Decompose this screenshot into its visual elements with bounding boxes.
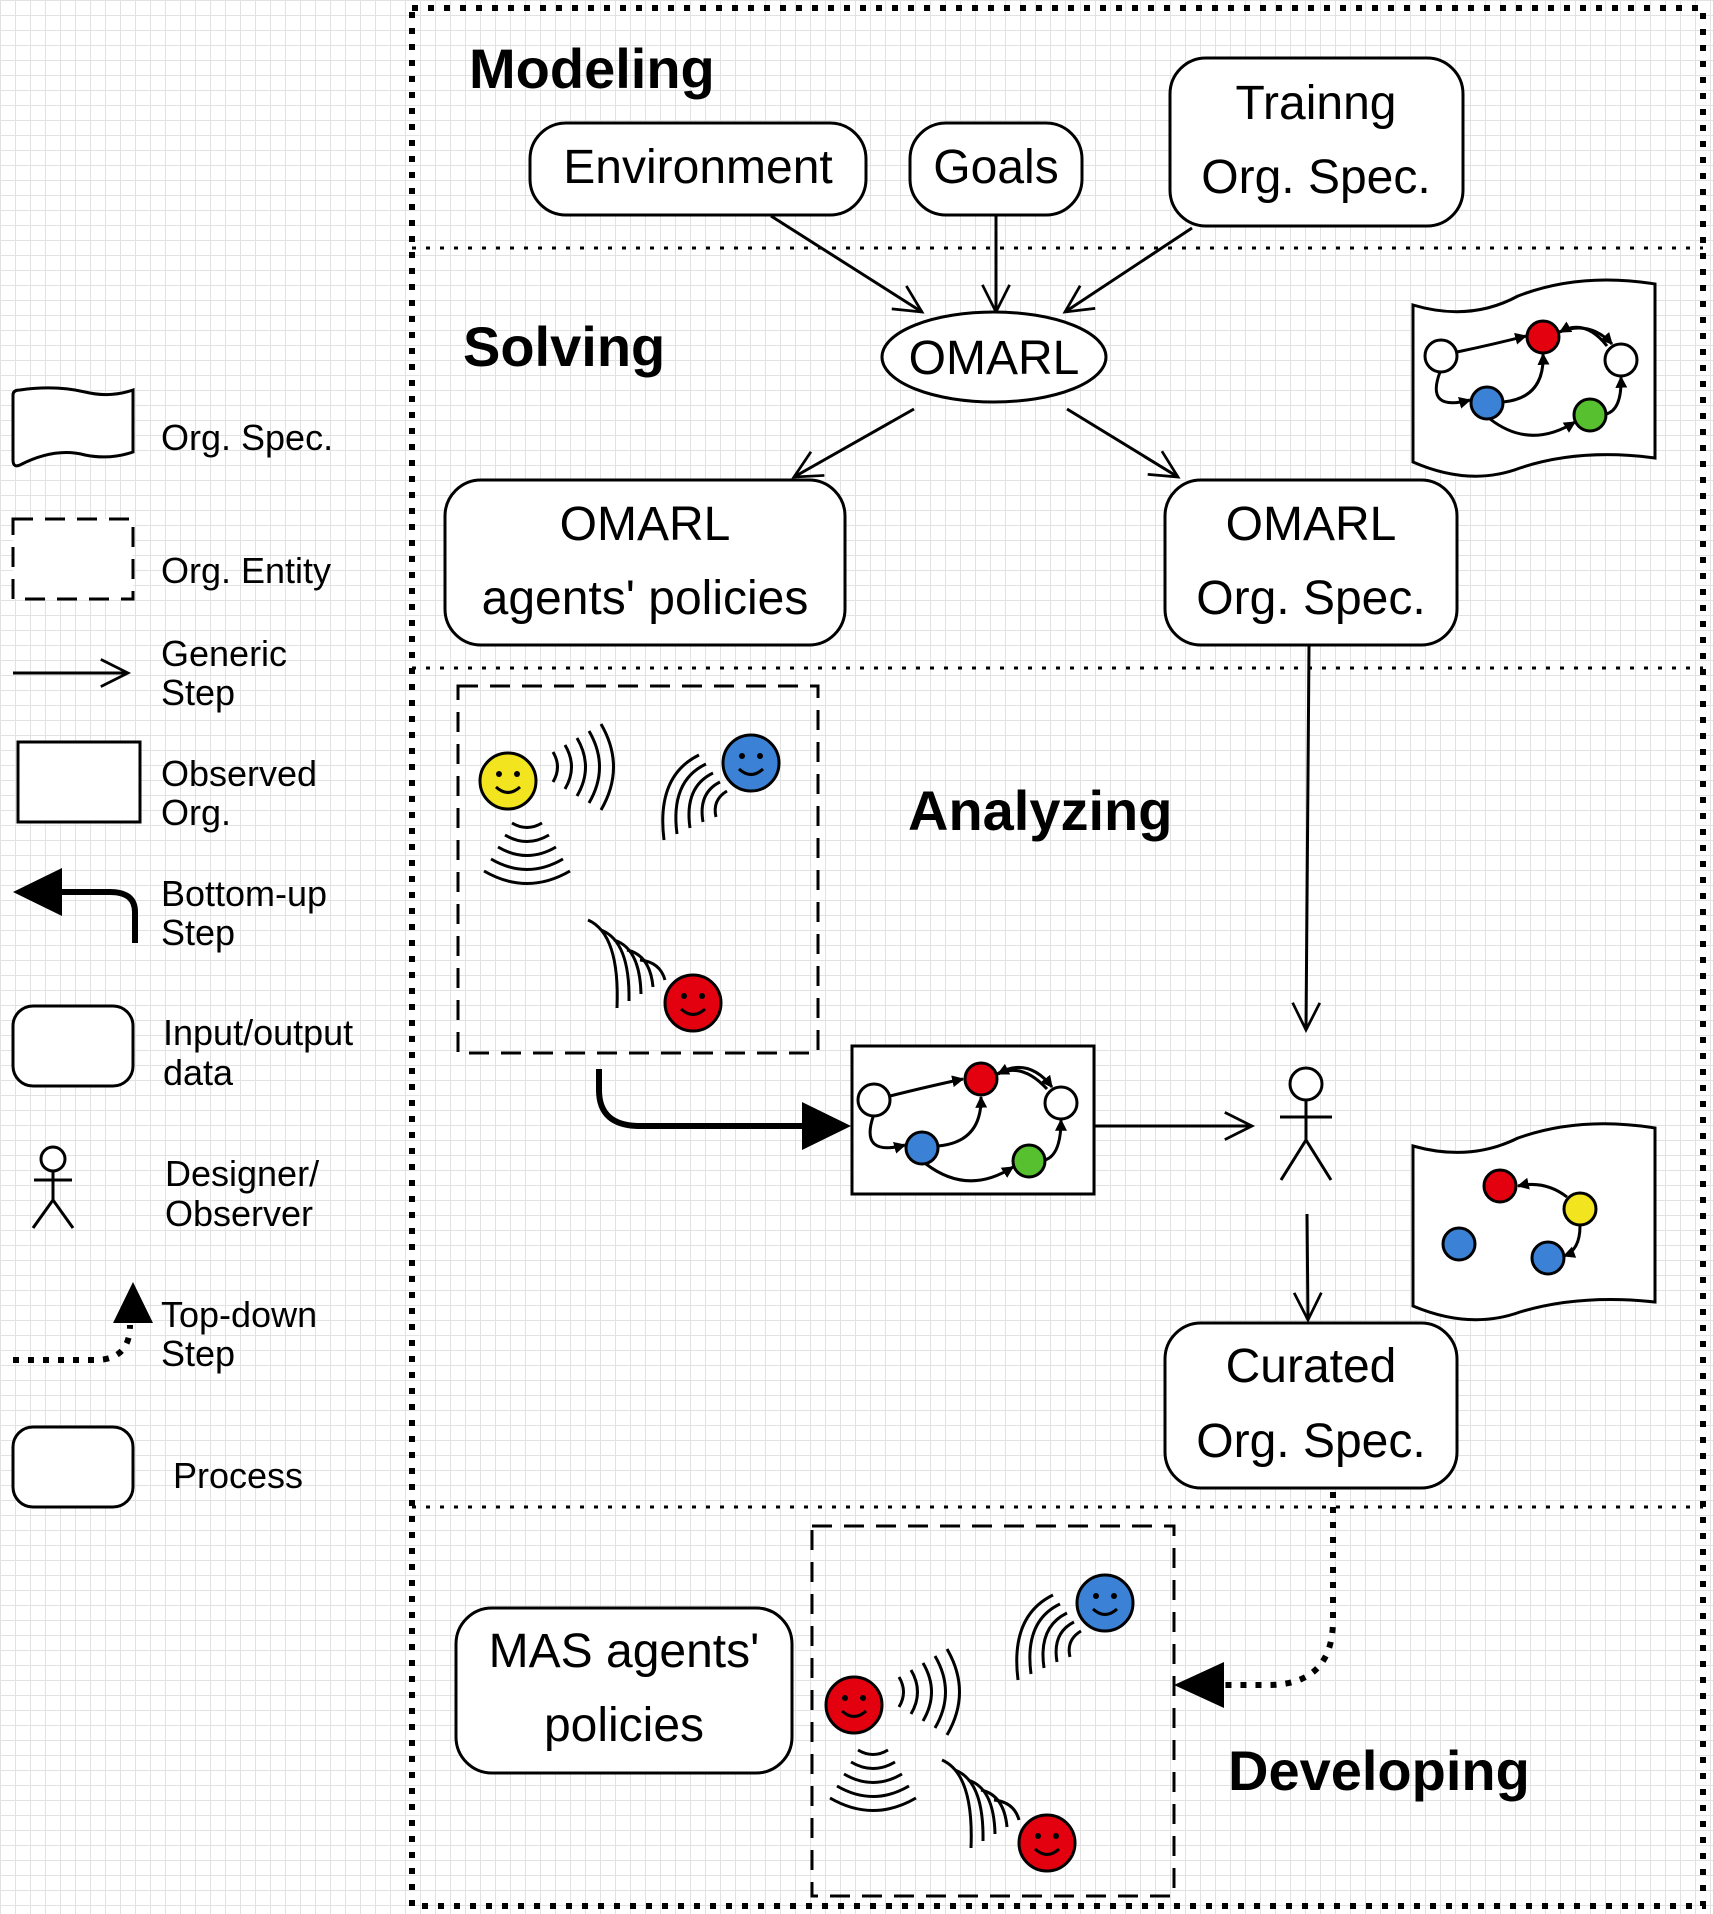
org-spec-document-icon [1411, 278, 1657, 478]
omarl-spec-label-2: Org. Spec. [1196, 572, 1425, 625]
arrow-omarl-to-policies [791, 407, 915, 479]
legend-generic-step: Generic Step [13, 633, 287, 713]
node-omarl-process: OMARL [880, 310, 1108, 404]
agent-blue-smiley-icon [721, 733, 781, 793]
legend-process-label: Process [173, 1455, 303, 1496]
legend-org-spec: Org. Spec. [11, 386, 333, 468]
legend-observed-org: Observed Org. [16, 740, 317, 833]
node-mas-agents-policies: MAS agents' policies [454, 1606, 794, 1775]
omarl-label: OMARL [909, 332, 1080, 385]
curated-org-spec-document-icon [1411, 1122, 1657, 1322]
signal-waves-icon [483, 821, 571, 885]
environment-label: Environment [563, 141, 832, 194]
agent-red-smiley-icon [663, 973, 723, 1033]
designer-observer-figure [1279, 1066, 1333, 1181]
designer-observer-icon [31, 1145, 75, 1229]
mas-policies-label-1: MAS agents' [489, 1625, 760, 1678]
node-omarl-agents-policies: OMARL agents' policies [443, 478, 847, 647]
legend-org-entity-label: Org. Entity [161, 550, 331, 591]
legend-org-entity: Org. Entity [11, 517, 331, 601]
legend-top-down-step-label-2: Step [161, 1333, 235, 1374]
agent-red-smiley-icon [824, 1675, 884, 1735]
signal-waves-icon [897, 1648, 961, 1736]
signal-waves-icon [587, 918, 667, 1009]
legend-process: Process [11, 1425, 303, 1509]
legend-bottom-up-step-label-2: Step [161, 912, 235, 953]
legend-io-data: Input/output data [11, 1004, 353, 1093]
io-data-rounded-box-icon [11, 1004, 135, 1088]
legend-observed-org-label-2: Org. [161, 792, 231, 833]
main-dotted-frame [409, 5, 1706, 1909]
signal-waves-icon [551, 723, 615, 811]
omarl-spec-label-1: OMARL [1226, 498, 1397, 551]
omarl-policies-label-2: agents' policies [482, 572, 809, 625]
legend-top-down-step: Top-down Step [13, 1282, 317, 1374]
agent-blue-smiley-icon [1075, 1573, 1135, 1633]
arrow-omarl-spec-to-designer [1291, 645, 1322, 1034]
arrow-omarl-to-org-spec [1066, 407, 1181, 479]
training-spec-label-2: Org. Spec. [1201, 151, 1430, 204]
legend-designer-label-2: Observer [165, 1193, 313, 1234]
node-goals: Goals [908, 121, 1084, 217]
curated-spec-label-1: Curated [1226, 1340, 1397, 1393]
org-spec-shape-icon [11, 386, 135, 468]
legend-io-data-label-1: Input/output [163, 1012, 353, 1053]
legend: Org. Spec. Org. Entity Generic Step Obse… [11, 386, 353, 1509]
legend-designer-label-1: Designer/ [165, 1153, 319, 1194]
phase-heading-solving: Solving [463, 315, 665, 378]
arrow-environment-to-omarl [770, 214, 925, 314]
legend-bottom-up-step: Bottom-up Step [13, 868, 327, 953]
phase-heading-analyzing: Analyzing [908, 779, 1172, 842]
legend-generic-step-label-1: Generic [161, 633, 287, 674]
signal-waves-icon [1015, 1593, 1082, 1681]
legend-io-data-label-2: data [163, 1052, 234, 1093]
node-curated-org-spec: Curated Org. Spec. [1163, 1321, 1459, 1490]
training-spec-label-1: Trainng [1236, 77, 1397, 130]
legend-designer: Designer/ Observer [31, 1145, 319, 1234]
signal-waves-icon [829, 1748, 917, 1812]
legend-org-spec-label: Org. Spec. [161, 417, 333, 458]
node-environment: Environment [528, 121, 868, 217]
agent-red-smiley-icon [1017, 1813, 1077, 1873]
curated-spec-label-2: Org. Spec. [1196, 1415, 1425, 1468]
org-entity-dashed-box-analyzing [456, 684, 820, 1055]
signal-waves-icon [661, 753, 728, 841]
process-rounded-box-icon [11, 1425, 135, 1509]
legend-generic-step-label-2: Step [161, 672, 235, 713]
node-omarl-org-spec: OMARL Org. Spec. [1163, 478, 1459, 647]
arrow-designer-to-curated [1292, 1213, 1323, 1324]
goals-label: Goals [933, 141, 1058, 194]
top-down-step-arrow-icon [13, 1324, 133, 1363]
omarl-policies-label-1: OMARL [560, 498, 731, 551]
bottom-up-step-arrow-icon [60, 889, 138, 943]
org-entity-dashed-box-developing [810, 1524, 1176, 1898]
legend-bottom-up-step-label-1: Bottom-up [161, 873, 327, 914]
legend-observed-org-label-1: Observed [161, 753, 317, 794]
legend-top-down-step-label-1: Top-down [161, 1294, 317, 1335]
mas-policies-label-2: policies [544, 1699, 704, 1752]
arrow-training-to-omarl [1062, 226, 1193, 314]
org-entity-dashed-box-icon [11, 517, 135, 601]
phase-heading-modeling: Modeling [469, 37, 715, 100]
node-training-org-spec: Trainng Org. Spec. [1168, 56, 1465, 228]
phase-heading-developing: Developing [1228, 1739, 1530, 1802]
observed-org-box [850, 1044, 1096, 1196]
top-down-step-arrow [1223, 1492, 1336, 1688]
agent-yellow-smiley-icon [478, 751, 538, 811]
bottom-up-step-arrow [596, 1069, 805, 1129]
signal-waves-icon [941, 1758, 1021, 1849]
observed-org-box-icon [16, 740, 142, 824]
